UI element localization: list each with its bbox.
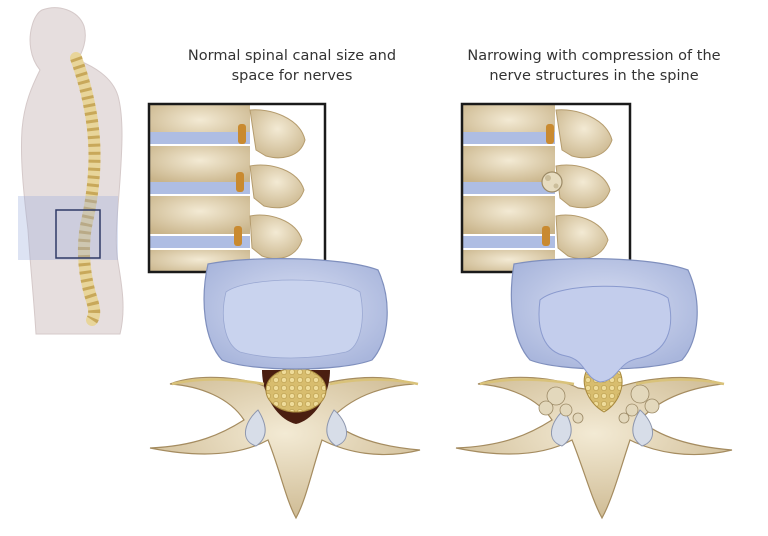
- zoom-lateral-normal: [147, 102, 327, 274]
- highlight-box: [55, 209, 101, 259]
- spine-column: [70, 52, 101, 326]
- caption-normal: Normal spinal canal size and space for n…: [187, 48, 397, 84]
- vertebra-stenosis: [455, 257, 733, 520]
- zoom-lateral-stenosis: [460, 102, 632, 274]
- highlight-region: [18, 196, 118, 260]
- caption-stenosis: Narrowing with compression of the nerve …: [467, 48, 721, 84]
- vertebra-normal: [149, 257, 421, 520]
